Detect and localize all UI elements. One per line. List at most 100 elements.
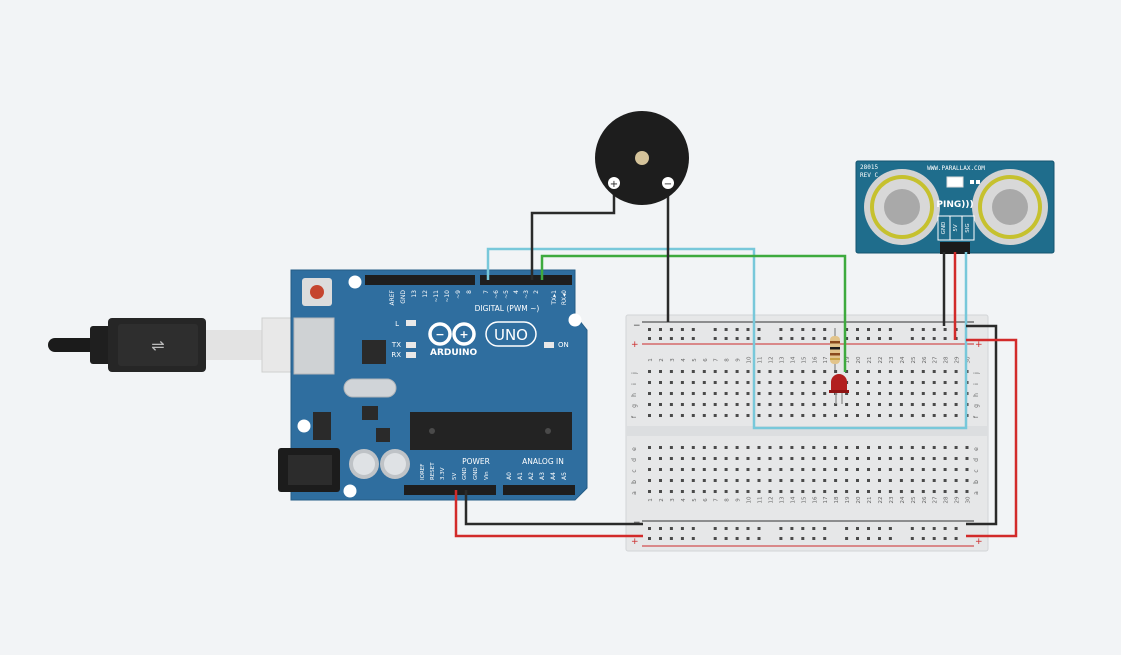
terminal-hole — [768, 446, 772, 449]
breadboard[interactable]: − + + − + + 1234567891011121314151617181… — [625, 314, 989, 552]
rail-hole — [691, 337, 695, 340]
terminal-hole — [746, 457, 750, 460]
row-letter: d — [973, 458, 980, 462]
svg-text:⇌: ⇌ — [151, 336, 164, 355]
terminal-hole — [648, 403, 651, 406]
rail-hole — [878, 537, 881, 540]
digital-header-low[interactable] — [480, 275, 572, 285]
terminal-hole — [669, 457, 673, 460]
wires — [454, 190, 1018, 538]
analog-header[interactable] — [503, 485, 575, 495]
ultrasonic-transducer-right — [972, 169, 1048, 245]
wire-signal-cyan[interactable] — [486, 247, 968, 430]
terminal-hole — [735, 479, 739, 482]
column-number: 4 — [681, 498, 687, 502]
terminal-hole — [856, 414, 859, 417]
wire-rail-gnd-bridge[interactable] — [966, 324, 998, 526]
terminal-hole — [954, 392, 958, 395]
column-number: 9 — [736, 358, 742, 362]
wire-arduino-5v[interactable] — [454, 490, 643, 538]
rail-hole — [735, 328, 739, 331]
rail-hole — [823, 527, 827, 530]
ping-part-number: 28015 — [860, 164, 878, 171]
terminal-hole — [702, 414, 706, 417]
terminal-hole — [669, 392, 673, 395]
terminal-hole — [910, 381, 914, 384]
rail-hole — [845, 337, 849, 340]
terminal-hole — [801, 468, 805, 471]
terminal-hole — [724, 490, 728, 493]
wire-rail-5v-bridge[interactable] — [966, 338, 1018, 538]
rail-hole — [932, 527, 936, 530]
rail-hole — [943, 527, 947, 530]
terminal-hole — [899, 392, 903, 395]
terminal-hole — [856, 479, 859, 482]
column-number: 16 — [812, 356, 818, 363]
terminal-hole — [845, 479, 849, 482]
ping-ultrasonic-sensor[interactable]: 28015 REV C WWW.PARALLAX.COM PING))) GND… — [855, 160, 1055, 254]
terminal-hole — [943, 403, 947, 406]
rail-hole — [779, 527, 783, 530]
power-header[interactable] — [404, 485, 496, 495]
rail-plus-label-bottom: + — [631, 537, 639, 547]
wire-buzzer-plus[interactable] — [530, 190, 616, 280]
terminal-hole — [910, 414, 914, 417]
digital-header-high[interactable] — [365, 275, 475, 285]
terminal-hole — [932, 403, 936, 406]
red-led[interactable] — [829, 374, 849, 404]
row-letter: h — [973, 393, 980, 397]
arduino-brand-label: ARDUINO — [430, 348, 478, 358]
row-letter: c — [973, 469, 980, 472]
terminal-hole — [713, 392, 717, 395]
column-number: 25 — [911, 356, 917, 363]
analog-header-label: ANALOG IN — [522, 457, 564, 466]
rail-hole — [921, 537, 925, 540]
arduino-model-label: UNO — [494, 326, 528, 344]
usb-cable[interactable]: ⇌ — [48, 317, 301, 373]
rail-hole — [823, 537, 827, 540]
terminal-hole — [801, 370, 805, 373]
rail-hole — [801, 527, 805, 530]
terminal-hole — [757, 392, 761, 395]
terminal-hole — [943, 457, 947, 460]
piezo-buzzer[interactable]: + − — [595, 111, 689, 205]
row-letter: j — [631, 372, 638, 375]
terminal-hole — [757, 370, 761, 373]
terminal-hole — [932, 446, 936, 449]
wire-arduino-gnd[interactable] — [464, 490, 643, 526]
rail-hole — [921, 527, 925, 530]
rail-hole — [713, 537, 717, 540]
terminal-hole — [823, 479, 827, 482]
terminal-hole — [812, 457, 816, 460]
terminal-hole — [867, 490, 870, 493]
terminal-hole — [878, 403, 881, 406]
column-number: 6 — [703, 498, 709, 502]
terminal-hole — [659, 479, 662, 482]
wire-led-green[interactable] — [540, 254, 847, 372]
terminal-hole — [801, 479, 805, 482]
column-number: 14 — [790, 496, 796, 503]
column-number: 22 — [878, 357, 884, 364]
power-pin-label: GND — [473, 467, 479, 480]
terminal-hole — [910, 403, 914, 406]
terminal-hole — [943, 490, 947, 493]
terminal-hole — [659, 490, 662, 493]
terminal-hole — [757, 479, 761, 482]
rail-hole — [932, 337, 936, 340]
terminal-hole — [845, 392, 849, 395]
terminal-hole — [648, 479, 651, 482]
rail-hole — [910, 537, 914, 540]
digital-pin-label: 13 — [411, 290, 418, 298]
terminal-hole — [932, 414, 936, 417]
terminal-hole — [845, 468, 849, 471]
terminal-hole — [932, 479, 936, 482]
terminal-hole — [768, 468, 772, 471]
terminal-hole — [659, 457, 662, 460]
terminal-hole — [659, 403, 662, 406]
ping-header[interactable] — [940, 242, 970, 254]
ping-label: PING))) — [936, 200, 973, 210]
resistor[interactable] — [830, 328, 840, 370]
terminal-hole — [965, 479, 969, 482]
